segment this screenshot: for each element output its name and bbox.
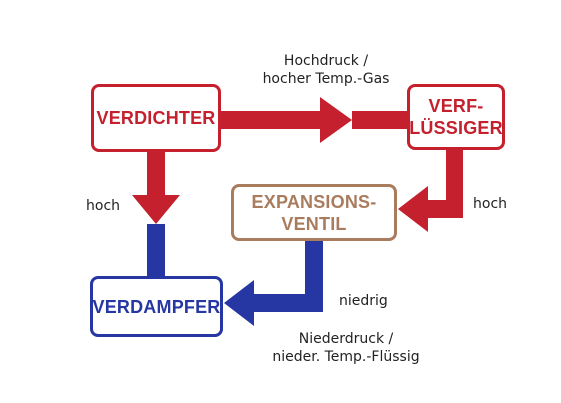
verdichter-box: VERDICHTER <box>91 84 221 152</box>
verdichter-label: VERDICHTER <box>96 108 216 128</box>
right-flow-label: hoch <box>473 196 508 212</box>
bottom-flow-label-line2: nieder. Temp.-Flüssig <box>272 349 420 365</box>
verfluessiger-box: VERF- LÜSSIGER <box>407 84 505 150</box>
arrow-left-red <box>147 150 165 195</box>
top-flow-label-line2: hocher Temp.-Gas <box>262 71 390 87</box>
verdampfer-box: VERDAMPFER <box>90 276 223 337</box>
top-flow-label-line1: Hochdruck / <box>283 53 369 69</box>
bottom-flow-label: Niederdruck / nieder. Temp.-Flüssig <box>258 330 434 366</box>
arrow-left-blue <box>147 224 165 277</box>
arrow-bottom-across <box>254 294 323 312</box>
bottom-flow-label-line1: Niederdruck / <box>298 331 394 347</box>
middle-flow-label: niedrig <box>339 293 388 309</box>
left-flow-label: hoch <box>86 198 121 214</box>
arrow-top-tail <box>352 111 408 129</box>
verfluessiger-label-line1: VERF- <box>428 96 484 116</box>
arrow-top-shaft <box>218 111 320 129</box>
arrow-right-across <box>428 200 463 218</box>
expansionsventil-box: EXPANSIONS- VENTIL <box>231 184 397 241</box>
expansionsventil-label-line1: EXPANSIONS- <box>251 191 377 212</box>
arrow-right-head <box>398 186 428 232</box>
verfluessiger-label-line2: LÜSSIGER <box>409 118 503 138</box>
top-flow-label: Hochdruck / hocher Temp.-Gas <box>246 52 406 88</box>
arrow-top-head <box>320 97 352 143</box>
arrow-bottom-head <box>224 280 254 326</box>
expansionsventil-label-line2: VENTIL <box>281 213 347 234</box>
arrow-left-head <box>132 195 180 224</box>
verdampfer-label: VERDAMPFER <box>92 296 221 317</box>
